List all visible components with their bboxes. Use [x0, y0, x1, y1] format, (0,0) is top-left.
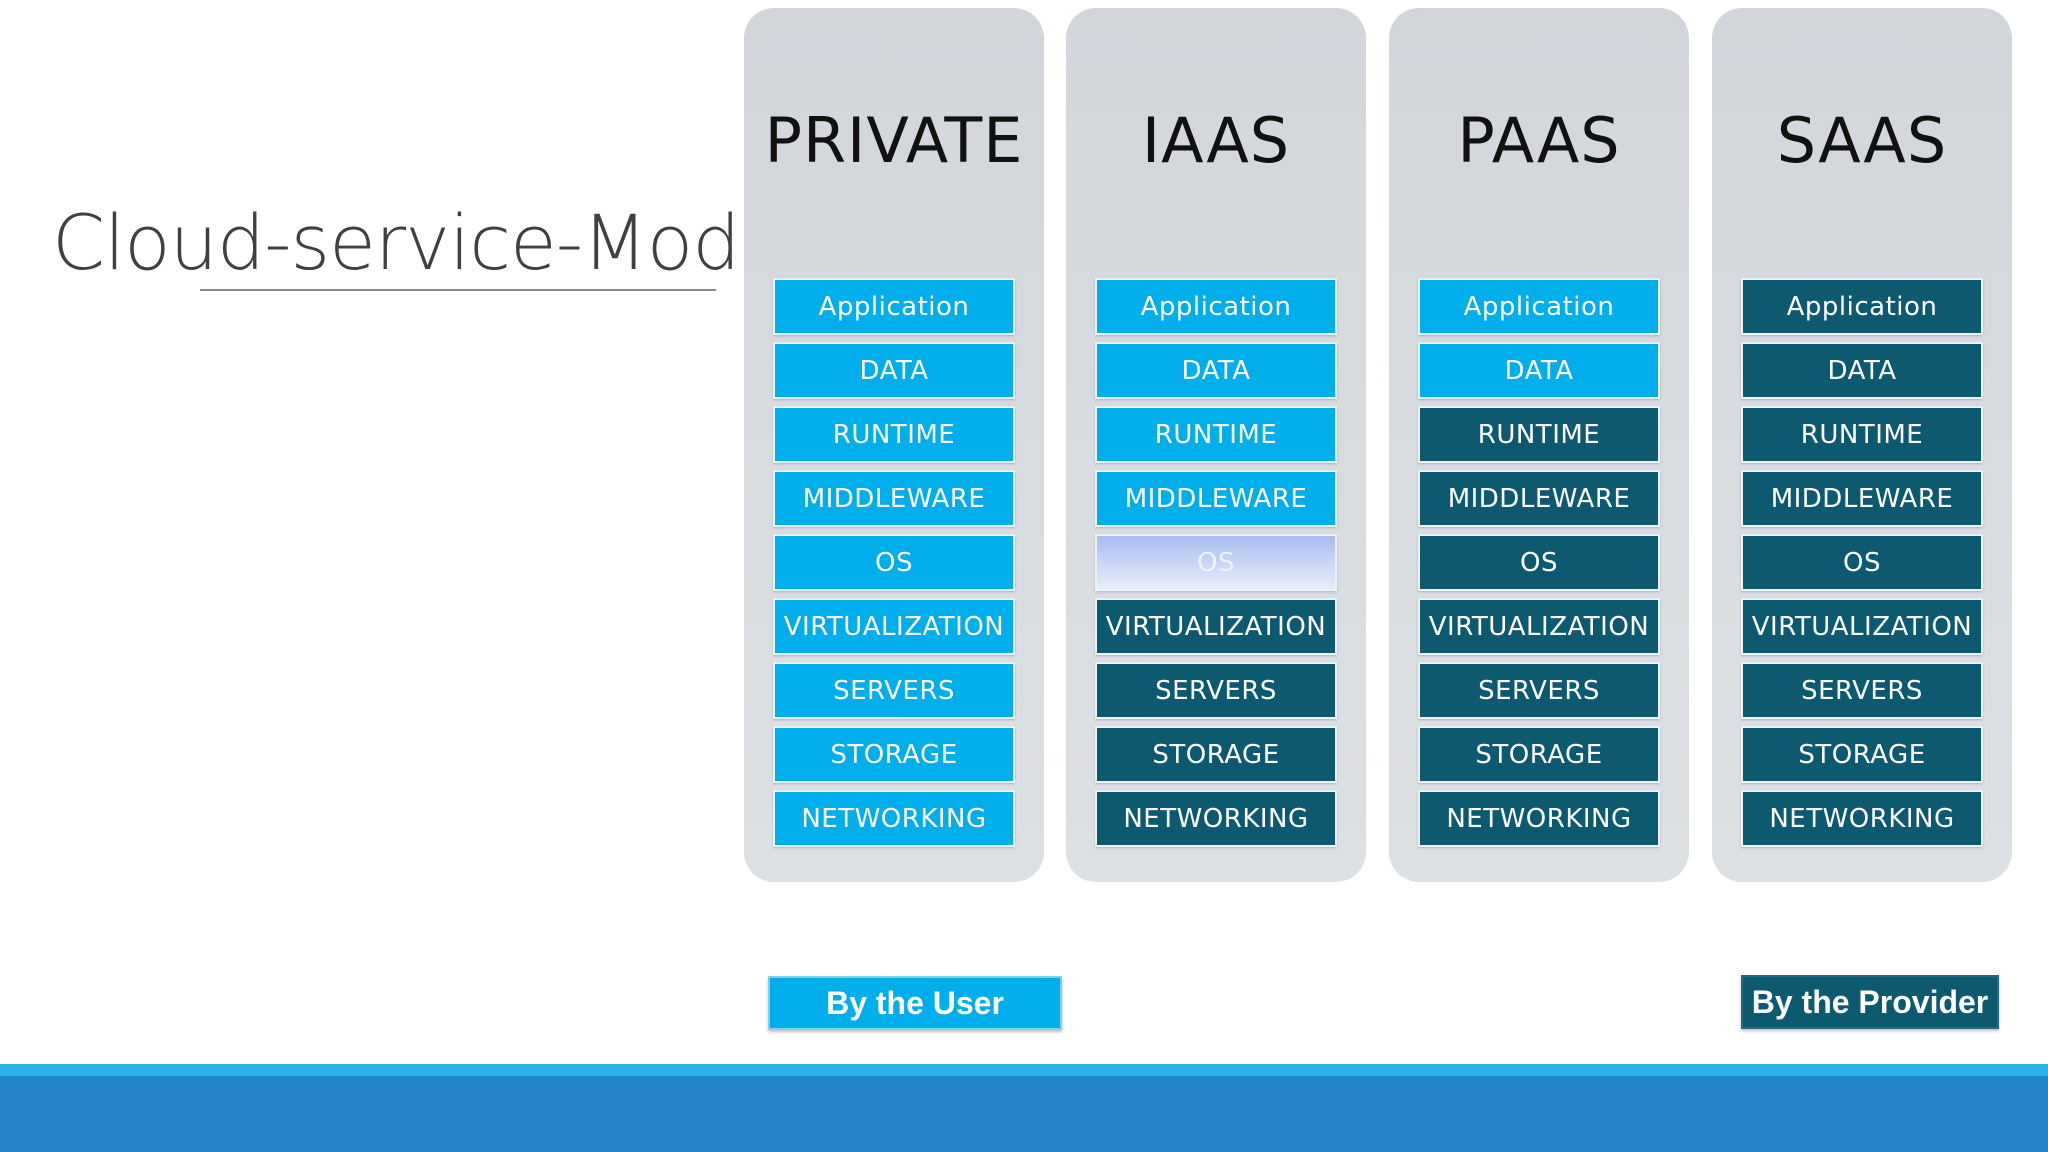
layer-runtime: RUNTIME — [1095, 406, 1337, 463]
layer-runtime: RUNTIME — [1741, 406, 1983, 463]
column-header: PAAS — [1457, 104, 1621, 177]
layer-runtime: RUNTIME — [773, 406, 1015, 463]
layer-storage: STORAGE — [1095, 726, 1337, 783]
layer-storage: STORAGE — [1418, 726, 1660, 783]
layer-storage: STORAGE — [1741, 726, 1983, 783]
layer-networking: NETWORKING — [1418, 790, 1660, 847]
layer-virtualization: VIRTUALIZATION — [1095, 598, 1337, 655]
layer-storage: STORAGE — [773, 726, 1015, 783]
layer-data: DATA — [1095, 342, 1337, 399]
layer-servers: SERVERS — [1418, 662, 1660, 719]
layer-data: DATA — [773, 342, 1015, 399]
layer-application: Application — [773, 278, 1015, 335]
layer-virtualization: VIRTUALIZATION — [773, 598, 1015, 655]
slide-title: Cloud-service-Model — [52, 198, 806, 287]
footer-bar — [0, 1076, 2048, 1152]
layer-os: OS — [1741, 534, 1983, 591]
layer-middleware: MIDDLEWARE — [1095, 470, 1337, 527]
layer-networking: NETWORKING — [1741, 790, 1983, 847]
layer-os: OS — [1418, 534, 1660, 591]
layer-servers: SERVERS — [1095, 662, 1337, 719]
layer-middleware: MIDDLEWARE — [773, 470, 1015, 527]
legend-by-provider: By the Provider — [1741, 975, 1999, 1029]
layer-middleware: MIDDLEWARE — [1418, 470, 1660, 527]
layer-runtime: RUNTIME — [1418, 406, 1660, 463]
layer-os: OS — [1095, 534, 1337, 591]
layer-application: Application — [1418, 278, 1660, 335]
layer-application: Application — [1095, 278, 1337, 335]
legend-by-user: By the User — [768, 976, 1062, 1030]
layer-data: DATA — [1418, 342, 1660, 399]
column-header: PRIVATE — [764, 104, 1024, 177]
title-underline — [200, 289, 716, 291]
footer-accent-stripe — [0, 1064, 2048, 1076]
layer-servers: SERVERS — [773, 662, 1015, 719]
layer-servers: SERVERS — [1741, 662, 1983, 719]
column-header: IAAS — [1141, 104, 1291, 177]
column-header: SAAS — [1776, 104, 1948, 177]
layer-networking: NETWORKING — [1095, 790, 1337, 847]
layer-networking: NETWORKING — [773, 790, 1015, 847]
layer-data: DATA — [1741, 342, 1983, 399]
layer-application: Application — [1741, 278, 1983, 335]
layer-os: OS — [773, 534, 1015, 591]
layer-virtualization: VIRTUALIZATION — [1418, 598, 1660, 655]
layer-middleware: MIDDLEWARE — [1741, 470, 1983, 527]
layer-virtualization: VIRTUALIZATION — [1741, 598, 1983, 655]
